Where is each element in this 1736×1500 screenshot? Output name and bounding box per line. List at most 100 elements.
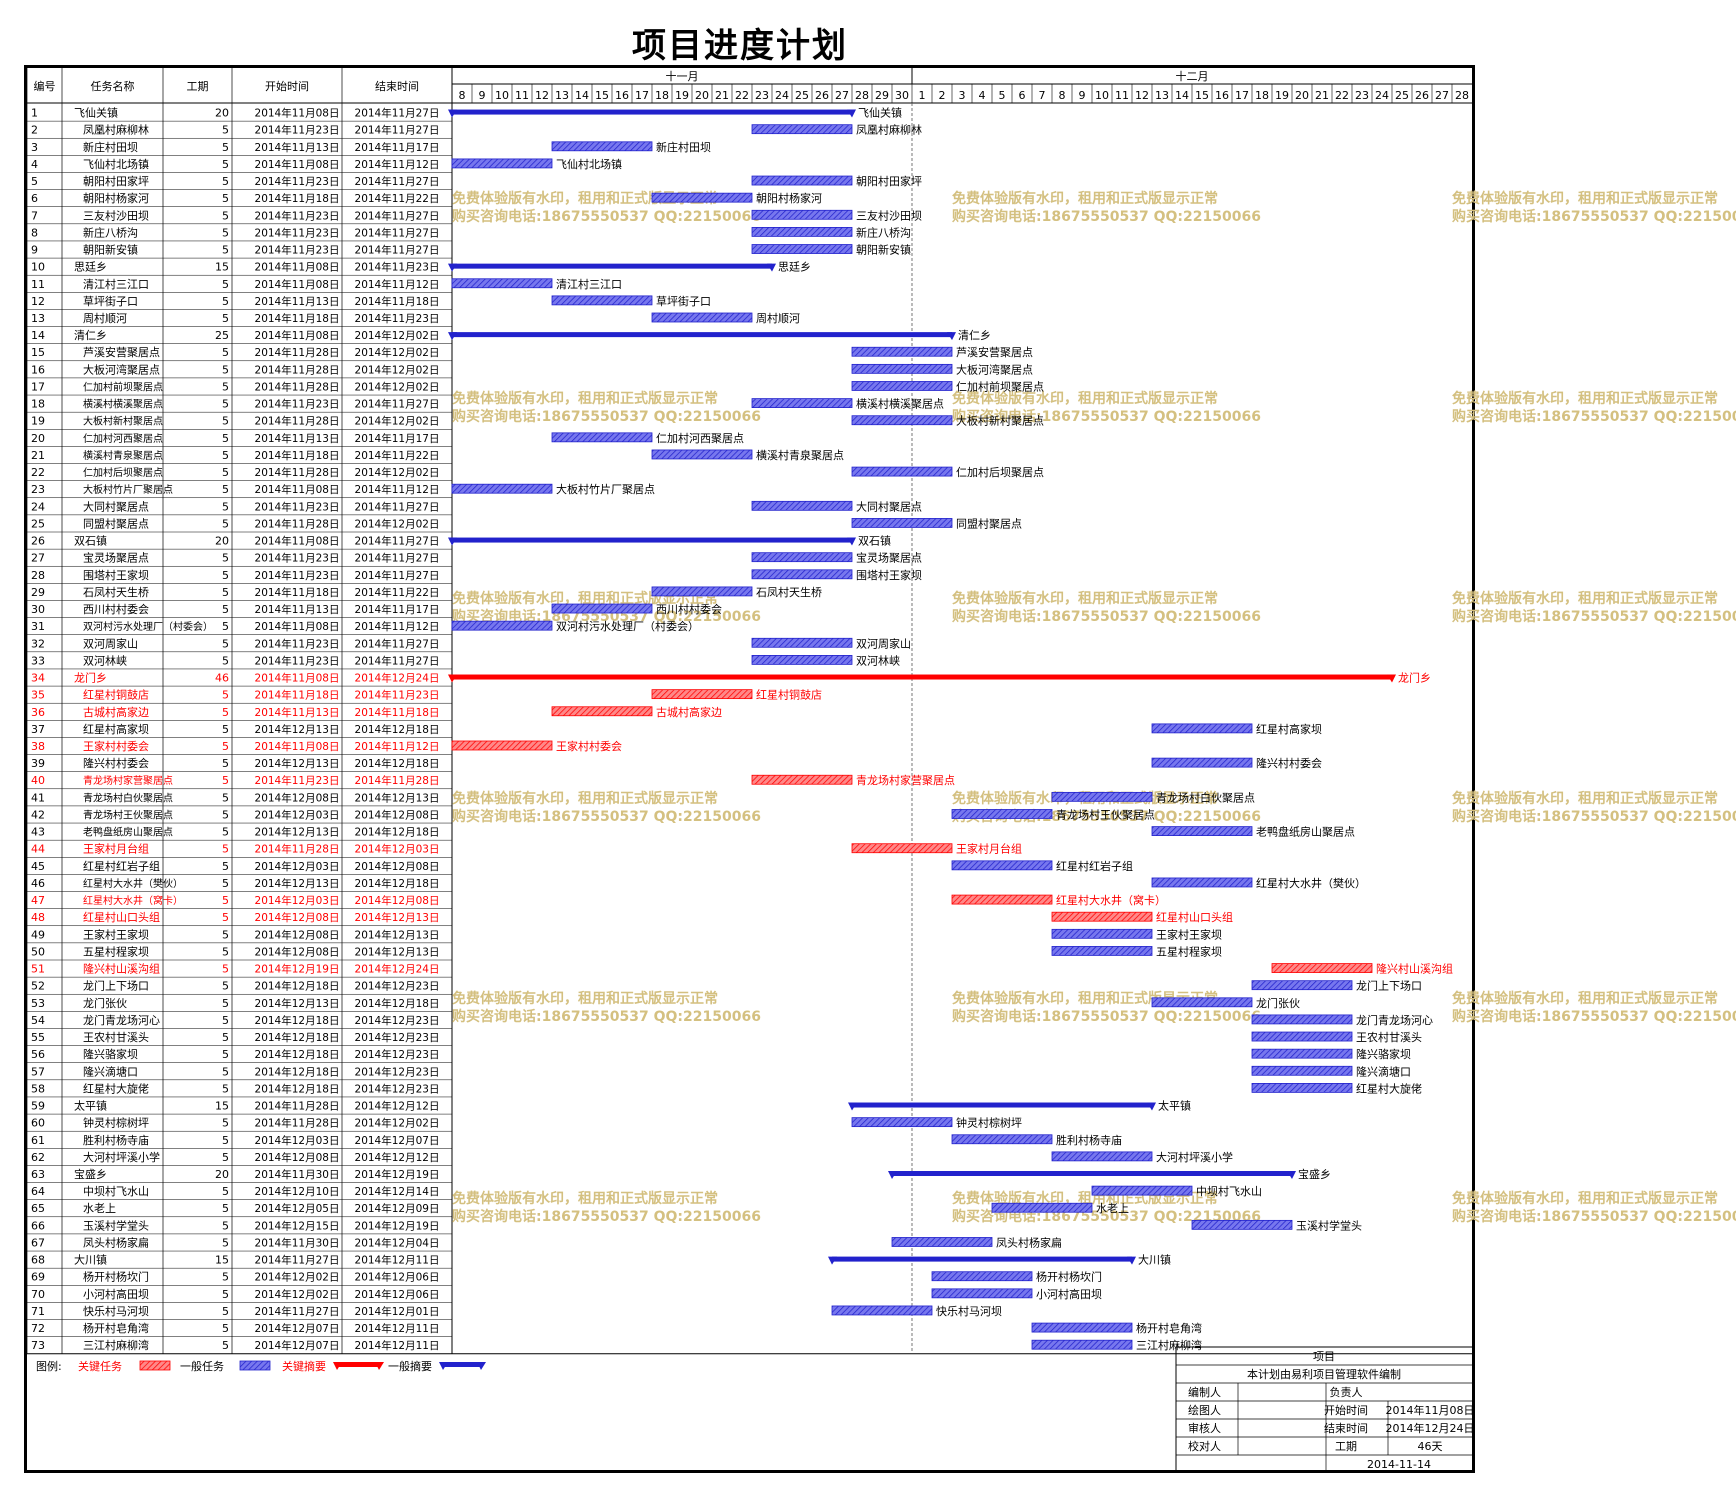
task-start: 2014年12月08日	[255, 911, 340, 924]
bar-label: 大川镇	[1138, 1253, 1171, 1267]
task-id: 60	[31, 1117, 45, 1130]
day-label: 2	[939, 89, 946, 102]
task-bar	[551, 706, 653, 717]
day-label: 10	[1095, 89, 1109, 102]
day-label: 11	[515, 89, 529, 102]
task-start: 2014年11月08日	[255, 329, 340, 342]
task-start: 2014年11月28日	[255, 415, 340, 428]
task-bar	[1031, 1339, 1133, 1350]
task-bar	[851, 518, 953, 528]
bar-label: 新庄村田坝	[656, 140, 711, 154]
task-start: 2014年12月10日	[255, 1185, 340, 1198]
task-end: 2014年12月02日	[355, 1117, 440, 1130]
day-label: 14	[1175, 89, 1189, 102]
task-id: 57	[31, 1065, 45, 1078]
task-bar	[1051, 791, 1153, 802]
task-start: 2014年11月18日	[255, 312, 340, 325]
bar-label: 横溪村青泉聚居点	[756, 448, 844, 462]
task-name: 隆兴滴塘口	[83, 1064, 138, 1078]
bar-label: 王农村甘溪头	[1356, 1030, 1422, 1044]
task-bar	[751, 774, 853, 785]
task-name: 红星村红岩子组	[83, 859, 160, 873]
task-bar	[1151, 757, 1253, 768]
task-id: 49	[31, 928, 45, 941]
task-end: 2014年12月12日	[355, 1151, 440, 1164]
task-end: 2014年12月08日	[355, 808, 440, 821]
task-duration: 5	[222, 620, 229, 633]
task-end: 2014年12月23日	[355, 1014, 440, 1027]
task-start: 2014年12月18日	[255, 1048, 340, 1061]
day-label: 7	[1039, 89, 1046, 102]
task-end: 2014年11月27日	[355, 552, 440, 565]
task-name: 宝灵场聚居点	[83, 551, 149, 565]
task-duration: 5	[222, 380, 229, 393]
task-duration: 5	[222, 791, 229, 804]
task-bar	[551, 603, 653, 614]
watermark-line-2: 购买咨询电话:18675550537 QQ:22150066	[452, 1008, 761, 1025]
task-start: 2014年12月03日	[255, 894, 340, 907]
task-start: 2014年12月18日	[255, 1031, 340, 1044]
task-name: 龙门张伙	[83, 996, 127, 1010]
task-start: 2014年11月30日	[255, 1236, 340, 1249]
task-duration: 46	[215, 672, 229, 685]
watermark-line-1: 免费体验版有水印，租用和正式版显示正常	[1452, 990, 1718, 1007]
task-start: 2014年11月08日	[255, 740, 340, 753]
task-bar	[1191, 1219, 1293, 1230]
header-duration: 工期	[187, 80, 209, 93]
task-end: 2014年12月02日	[355, 415, 440, 428]
task-start: 2014年11月13日	[255, 141, 340, 154]
task-id: 27	[31, 552, 45, 565]
watermark-line-2: 购买咨询电话:18675550537 QQ:22150066	[1452, 608, 1736, 625]
task-bar	[1251, 1048, 1353, 1059]
bar-label: 青龙场村王伙聚居点	[1056, 807, 1155, 821]
task-end: 2014年11月27日	[355, 569, 440, 582]
bar-label: 古城村高家边	[656, 705, 722, 719]
watermark-line-1: 免费体验版有水印，租用和正式版显示正常	[452, 790, 718, 807]
task-name: 新庄村田坝	[83, 140, 138, 154]
bar-label: 大板河湾聚居点	[956, 362, 1033, 376]
task-name: 仁加村后坝聚居点	[83, 466, 163, 479]
task-end: 2014年12月11日	[355, 1254, 440, 1267]
task-duration: 5	[222, 1014, 229, 1027]
info-box-field: 负责人	[1330, 1385, 1363, 1399]
task-name: 双石镇	[74, 534, 107, 548]
day-label: 27	[835, 89, 849, 102]
bar-label: 大板村竹片厂聚居点	[556, 482, 655, 496]
day-label: 13	[555, 89, 569, 102]
task-start: 2014年11月08日	[255, 278, 340, 291]
watermark-line-1: 免费体验版有水印，租用和正式版显示正常	[1452, 790, 1718, 807]
summary-end-marker	[847, 537, 856, 546]
task-end: 2014年12月13日	[355, 945, 440, 958]
task-end: 2014年12月23日	[355, 1031, 440, 1044]
task-bar	[831, 1305, 933, 1316]
summary-end-marker	[767, 263, 776, 272]
task-id: 48	[31, 911, 45, 924]
watermark-line-1: 免费体验版有水印，租用和正式版显示正常	[952, 990, 1218, 1007]
bar-label: 双河周家山	[856, 636, 911, 650]
day-label: 27	[1435, 89, 1449, 102]
task-id: 29	[31, 586, 45, 599]
task-id: 37	[31, 723, 45, 736]
task-bar	[851, 1117, 953, 1128]
task-bar	[1151, 826, 1253, 836]
task-duration: 20	[215, 107, 229, 120]
task-id: 9	[31, 244, 38, 257]
task-end: 2014年11月18日	[355, 706, 440, 719]
bar-label: 太平镇	[1158, 1099, 1191, 1113]
task-name: 朝阳村田家坪	[83, 174, 149, 188]
task-end: 2014年11月27日	[355, 398, 440, 411]
task-id: 34	[31, 672, 45, 685]
watermark-line-2: 购买咨询电话:18675550537 QQ:22150066	[452, 208, 761, 225]
task-name: 清江村三江口	[83, 277, 149, 291]
bar-label: 大河村坪溪小学	[1156, 1150, 1233, 1164]
summary-bar	[452, 332, 952, 338]
task-name: 老鸭盘纸房山聚居点	[83, 826, 173, 839]
task-end: 2014年12月18日	[355, 877, 440, 890]
task-duration: 5	[222, 860, 229, 873]
task-duration: 5	[222, 1339, 229, 1352]
task-id: 70	[31, 1288, 45, 1301]
task-duration: 5	[222, 1048, 229, 1061]
task-bar	[1051, 911, 1153, 922]
task-id: 54	[31, 1014, 45, 1027]
task-bar	[451, 740, 553, 751]
